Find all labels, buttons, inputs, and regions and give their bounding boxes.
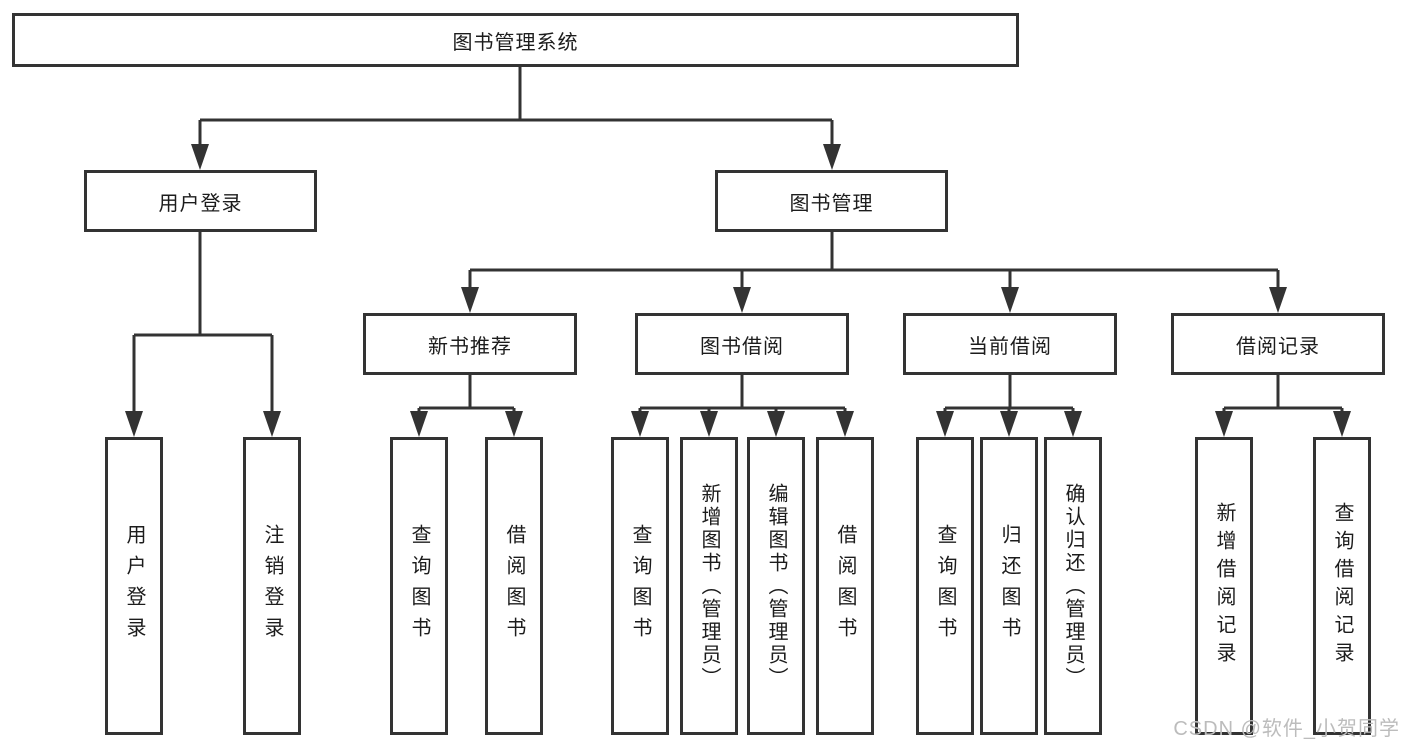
arrowhead-icon xyxy=(631,411,649,437)
leaf-add-borrow-record: 新增借阅记录 xyxy=(1195,437,1253,735)
leaf-edit-book-admin: 编辑图书（管理员） xyxy=(747,437,805,735)
arrowhead-icon xyxy=(125,411,143,437)
node-user-login-label: 用户登录 xyxy=(158,192,243,215)
leaf-query-books-1-label: 查询图书 xyxy=(408,524,430,648)
leaf-edit-book-admin-label: 编辑图书（管理员） xyxy=(765,482,787,690)
node-current-borrow: 当前借阅 xyxy=(903,313,1117,375)
node-root: 图书管理系统 xyxy=(12,13,1019,67)
node-borrow-records-label: 借阅记录 xyxy=(1236,335,1320,358)
leaf-borrow-books-1-label: 借阅图书 xyxy=(503,524,525,648)
arrowhead-icon xyxy=(1001,287,1019,313)
leaf-return-books: 归还图书 xyxy=(980,437,1038,735)
arrowhead-icon xyxy=(836,411,854,437)
arrowhead-icon xyxy=(733,287,751,313)
leaf-add-book-admin-label: 新增图书（管理员） xyxy=(698,482,720,690)
leaf-confirm-return-admin: 确认归还（管理员） xyxy=(1044,437,1102,735)
arrowhead-icon xyxy=(461,287,479,313)
arrowhead-icon xyxy=(700,411,718,437)
leaf-query-books-2: 查询图书 xyxy=(611,437,669,735)
leaf-query-borrow-record: 查询借阅记录 xyxy=(1313,437,1371,735)
arrowhead-icon xyxy=(1000,411,1018,437)
node-user-login: 用户登录 xyxy=(84,170,317,232)
leaf-return-books-label: 归还图书 xyxy=(998,524,1020,648)
leaf-confirm-return-admin-label: 确认归还（管理员） xyxy=(1062,482,1084,690)
node-root-label: 图书管理系统 xyxy=(452,31,579,54)
leaf-borrow-books-2: 借阅图书 xyxy=(816,437,874,735)
leaf-borrow-books-1: 借阅图书 xyxy=(485,437,543,735)
leaf-query-books-1: 查询图书 xyxy=(390,437,448,735)
arrowhead-icon xyxy=(263,411,281,437)
node-borrow-records: 借阅记录 xyxy=(1171,313,1385,375)
leaf-query-books-3-label: 查询图书 xyxy=(934,524,956,648)
leaf-borrow-books-2-label: 借阅图书 xyxy=(834,524,856,648)
arrowhead-icon xyxy=(767,411,785,437)
arrowhead-icon xyxy=(1333,411,1351,437)
leaf-logout-label: 注销登录 xyxy=(261,524,283,648)
node-book-management: 图书管理 xyxy=(715,170,948,232)
arrowhead-icon xyxy=(1064,411,1082,437)
arrowhead-icon xyxy=(505,411,523,437)
leaf-user-login: 用户登录 xyxy=(105,437,163,735)
leaf-query-books-3: 查询图书 xyxy=(916,437,974,735)
leaf-query-books-2-label: 查询图书 xyxy=(629,524,651,648)
node-new-book-recommend: 新书推荐 xyxy=(363,313,577,375)
arrowhead-icon xyxy=(823,144,841,170)
arrowheads xyxy=(125,144,1351,437)
tree-edges xyxy=(132,66,1344,415)
leaf-user-login-label: 用户登录 xyxy=(123,524,145,648)
node-current-borrow-label: 当前借阅 xyxy=(968,335,1052,358)
arrowhead-icon xyxy=(1215,411,1233,437)
arrowhead-icon xyxy=(410,411,428,437)
leaf-add-book-admin: 新增图书（管理员） xyxy=(680,437,738,735)
arrowhead-icon xyxy=(191,144,209,170)
leaf-add-borrow-record-label: 新增借阅记录 xyxy=(1213,502,1235,670)
csdn-watermark: CSDN @软件_小贺同学 xyxy=(1173,718,1400,740)
node-book-borrow-label: 图书借阅 xyxy=(700,335,784,358)
arrowhead-icon xyxy=(936,411,954,437)
node-new-book-recommend-label: 新书推荐 xyxy=(428,335,512,358)
node-book-borrow: 图书借阅 xyxy=(635,313,849,375)
leaf-query-borrow-record-label: 查询借阅记录 xyxy=(1331,502,1353,670)
node-book-management-label: 图书管理 xyxy=(789,192,874,215)
leaf-logout: 注销登录 xyxy=(243,437,301,735)
arrowhead-icon xyxy=(1269,287,1287,313)
